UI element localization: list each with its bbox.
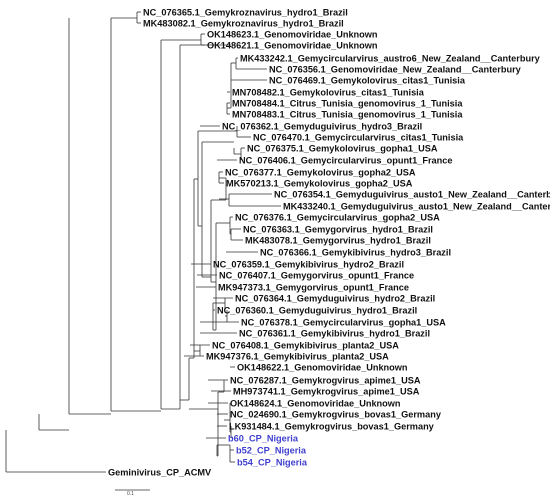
leaf-label: OK148622.1_Genomoviridae_Unknown	[237, 362, 408, 372]
leaf-label: MK433242.1_Gemycircularvirus_austro6_New…	[240, 53, 541, 63]
leaf-label-highlighted: b60_CP_Nigeria	[228, 433, 299, 443]
leaf-label: MK947376.1_Gemykibivirus_planta2_USA	[206, 351, 389, 361]
leaf-label-highlighted: b52_CP_Nigeria	[236, 445, 307, 455]
leaf-label: LK931484.1_Gemykrogvirus_bovas1_Germany	[229, 421, 435, 431]
leaf-label: NC_076375.1_Gemykolovirus_gopha1_USA	[247, 143, 438, 153]
leaf-label: NC_076470.1_Gemycircularvirus_citas1_Tun…	[253, 132, 464, 142]
leaf-label: MN708482.1_Gemykolovirus_citas1_Tunisia	[232, 87, 425, 97]
leaf-label: NC_076377.1_Gemykolovirus_gopha2_USA	[225, 167, 416, 177]
leaf-label: NC_076378.1_Gemycircularvirus_gopha1_USA	[241, 317, 446, 327]
leaf-labels: NC_076365.1_Gemykroznavirus_hydro1_Brazi…	[108, 7, 550, 477]
leaf-label: NC_076363.1_Gemygorvirus_hydro1_Brazil	[243, 224, 433, 234]
leaf-label: NC_076406.1_Gemycircularvirus_opunt1_Fra…	[239, 155, 452, 165]
leaf-label: OK148624.1_Genomoviridae_Unknown	[230, 398, 401, 408]
leaf-label: NC_076362.1_Gemyduguivirus_hydro3_Brazil	[222, 121, 422, 131]
leaf-label: OK148621.1_Genomoviridae_Unknown	[207, 40, 378, 50]
leaf-label: MK433240.1_Gemyduguivirus_austo1_New_Zea…	[283, 201, 550, 211]
leaf-label: Geminivirus_CP_ACMV	[108, 467, 212, 477]
leaf-label: NC_076287.1_Gemykrogvirus_apime1_USA	[230, 375, 421, 385]
leaf-label: MK483082.1_Gemykroznavirus_hydro1_Brazil	[143, 18, 344, 28]
leaf-label: NC_076365.1_Gemykroznavirus_hydro1_Brazi…	[143, 7, 348, 17]
leaf-label: NC_024690.1_Gemykrogvirus_bovas1_Germany	[230, 409, 442, 419]
leaf-label: NC_076366.1_Gemykibivirus_hydro3_Brazil	[260, 247, 451, 257]
leaf-label: MN708484.1_Citrus_Tunisia_genomovirus_1_…	[232, 98, 463, 108]
leaf-label: NC_076364.1_Gemyduguivirus_hydro2_Brazil	[235, 293, 435, 303]
leaf-label: NC_076408.1_Gemykibivirus_planta2_USA	[212, 340, 399, 350]
leaf-label: MH973741.1_Gemykrogvirus_apime1_USA	[233, 386, 420, 396]
leaf-label: OK148623.1_Genomoviridae_Unknown	[207, 29, 378, 39]
leaf-label: MN708483.1_Citrus_Tunisia_genomovirus_1_…	[232, 109, 463, 119]
leaf-label: NC_076354.1_Gemyduguivirus_austo1_New_Ze…	[274, 189, 550, 199]
scale-bar-label: 0.1	[127, 491, 134, 497]
leaf-label: MK483078.1_Gemygorvirus_hydro1_Brazil	[245, 235, 431, 245]
leaf-label: MK570213.1_Gemykolovirus_gopha2_USA	[226, 178, 413, 188]
leaf-label: NC_076359.1_Gemykibivirus_hydro2_Brazil	[213, 259, 404, 269]
leaf-label: NC_076361.1_Gemykibivirus_hydro1_Brazil	[239, 328, 430, 338]
leaf-label: NC_076407.1_Gemygorvirus_opunt1_France	[219, 270, 414, 280]
leaf-label: NC_076356.1_Genomoviridae_New_Zealand__C…	[269, 64, 522, 74]
leaf-label: NC_076376.1_Gemycircularvirus_gopha2_USA	[235, 212, 440, 222]
leaf-label: NC_076469.1_Gemykolovirus_citas1_Tunisia	[269, 75, 466, 85]
leaf-label-highlighted: b54_CP_Nigeria	[237, 457, 308, 467]
leaf-label: MK947373.1_Gemygorvirus_opunt1_France	[218, 282, 409, 292]
leaf-label: NC_076360.1_Gemyduguivirus_hydro1_Brazil	[217, 305, 417, 315]
tree-branches	[5, 11, 281, 473]
scale-bar: 0.1	[115, 489, 150, 497]
